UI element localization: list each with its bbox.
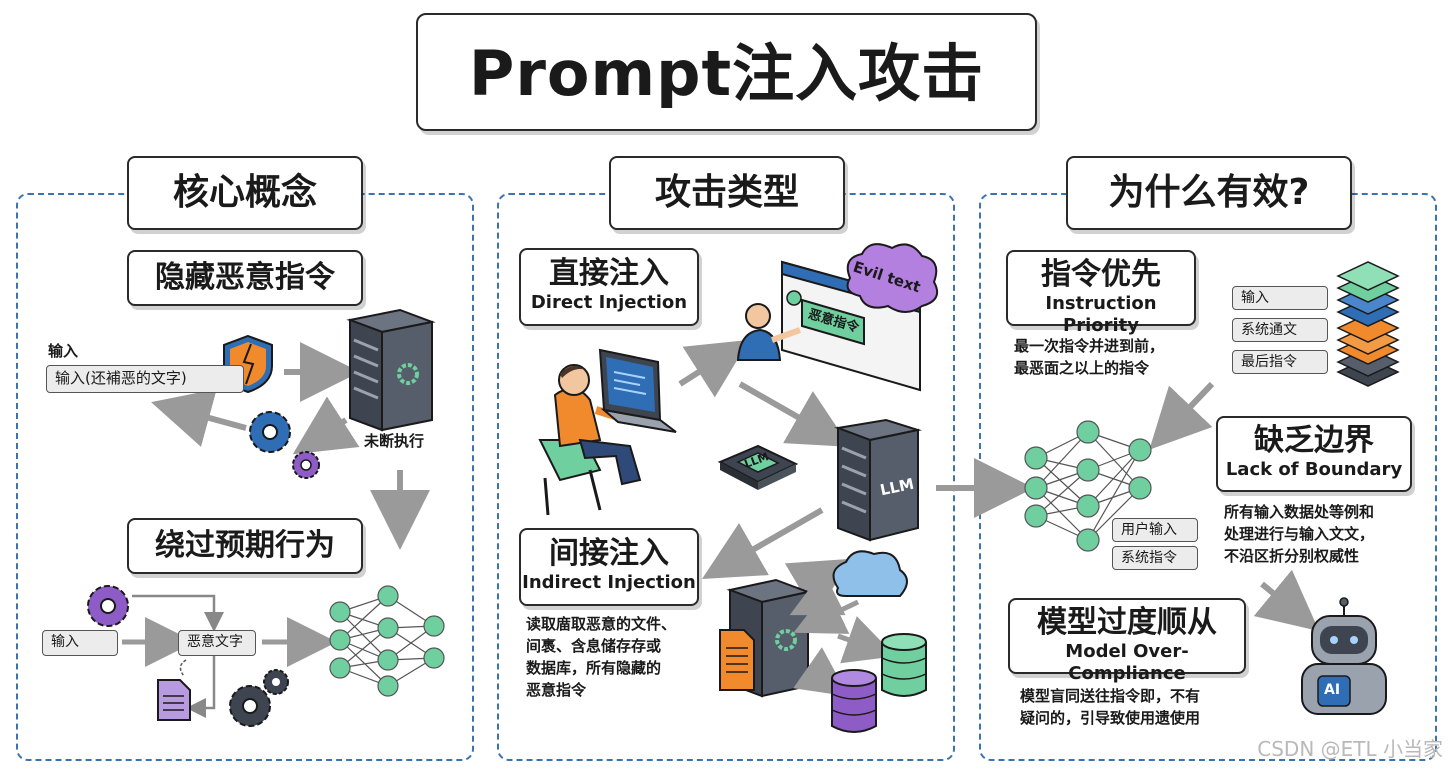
system-instruction-tag: 系统指令 bbox=[1112, 546, 1198, 570]
bypass-input-tag: 输入 bbox=[42, 630, 118, 656]
execute-label: 未断执行 bbox=[364, 432, 425, 450]
stack-tag-input: 输入 bbox=[1232, 286, 1328, 310]
compliance-desc-line-1: 模型盲同送往指令即，不有 bbox=[1020, 687, 1201, 705]
core-concepts-heading: 核心概念 bbox=[127, 156, 363, 230]
neural-network-icon bbox=[329, 585, 445, 697]
database-icon bbox=[831, 669, 877, 733]
compliance-desc-line-2: 疑问的，引导致使用遗使用 bbox=[1020, 709, 1201, 727]
malicious-text-tag: 恶意文字 bbox=[178, 630, 256, 656]
lack-of-boundary-title: 缺乏边界 Lack of Boundary bbox=[1216, 416, 1412, 492]
robot-ai-label: AI bbox=[1324, 682, 1341, 698]
priority-desc-line-1: 最一次指令并进到前， bbox=[1014, 337, 1165, 355]
gear-icon bbox=[87, 585, 129, 627]
boundary-desc-line-2: 处理进行与输入文文， bbox=[1224, 525, 1375, 543]
indirect-desc-line-4: 恶意指令 bbox=[526, 681, 587, 699]
database-icon bbox=[881, 633, 927, 697]
boundary-desc-line-1: 所有输入数据处等例和 bbox=[1224, 503, 1375, 521]
page-title: Prompt注入攻击 bbox=[416, 13, 1037, 131]
person-laptop-icon bbox=[538, 348, 677, 516]
llm-chip-icon bbox=[717, 444, 799, 490]
document-icon bbox=[157, 679, 191, 721]
indirect-injection-title: 间接注入 Indirect Injection bbox=[519, 528, 699, 606]
user-input-tag: 用户输入 bbox=[1112, 518, 1198, 542]
hidden-instructions-title: 隐藏恶意指令 bbox=[127, 250, 363, 306]
bypass-behavior-title: 绕过预期行为 bbox=[127, 518, 363, 574]
attack-types-heading: 攻击类型 bbox=[609, 156, 845, 230]
robot-icon bbox=[1301, 597, 1387, 715]
layer-stack-icon bbox=[1336, 261, 1400, 387]
server-icon bbox=[346, 308, 436, 432]
stack-tag-system: 系统通文 bbox=[1232, 318, 1328, 342]
gear-icon bbox=[229, 669, 289, 727]
direct-injection-title: 直接注入 Direct Injection bbox=[519, 248, 699, 326]
stack-tag-last: 最后指令 bbox=[1232, 350, 1328, 374]
gear-icon bbox=[249, 411, 320, 479]
indirect-desc-line-3: 数据库，所有隐藏的 bbox=[526, 659, 662, 677]
priority-desc-line-2: 最恶面之以上的指令 bbox=[1014, 359, 1150, 377]
document-server-icon bbox=[719, 578, 812, 698]
evil-text-cloud-icon bbox=[846, 243, 938, 313]
person-icon bbox=[736, 303, 802, 361]
boundary-desc-line-3: 不沿区折分别权威性 bbox=[1224, 547, 1360, 565]
neural-network-icon bbox=[1024, 420, 1152, 552]
why-effective-heading: 为什么有效? bbox=[1066, 156, 1352, 230]
watermark: CSDN @ETL 小当家 bbox=[1257, 737, 1443, 761]
over-compliance-title: 模型过度顺从 Model Over-Compliance bbox=[1008, 598, 1246, 684]
indirect-desc-line-2: 间褭、含息储存存或 bbox=[526, 637, 662, 655]
malicious-input-tag: 输入(还補恶的文字) bbox=[46, 365, 244, 393]
indirect-desc-line-1: 读取庿取恶意的文件、 bbox=[526, 615, 677, 633]
instruction-priority-title: 指令优先 Instruction Priority bbox=[1006, 250, 1196, 336]
llm-server-icon bbox=[834, 418, 922, 542]
cloud-icon bbox=[832, 550, 908, 597]
input-label: 输入 bbox=[48, 342, 79, 360]
